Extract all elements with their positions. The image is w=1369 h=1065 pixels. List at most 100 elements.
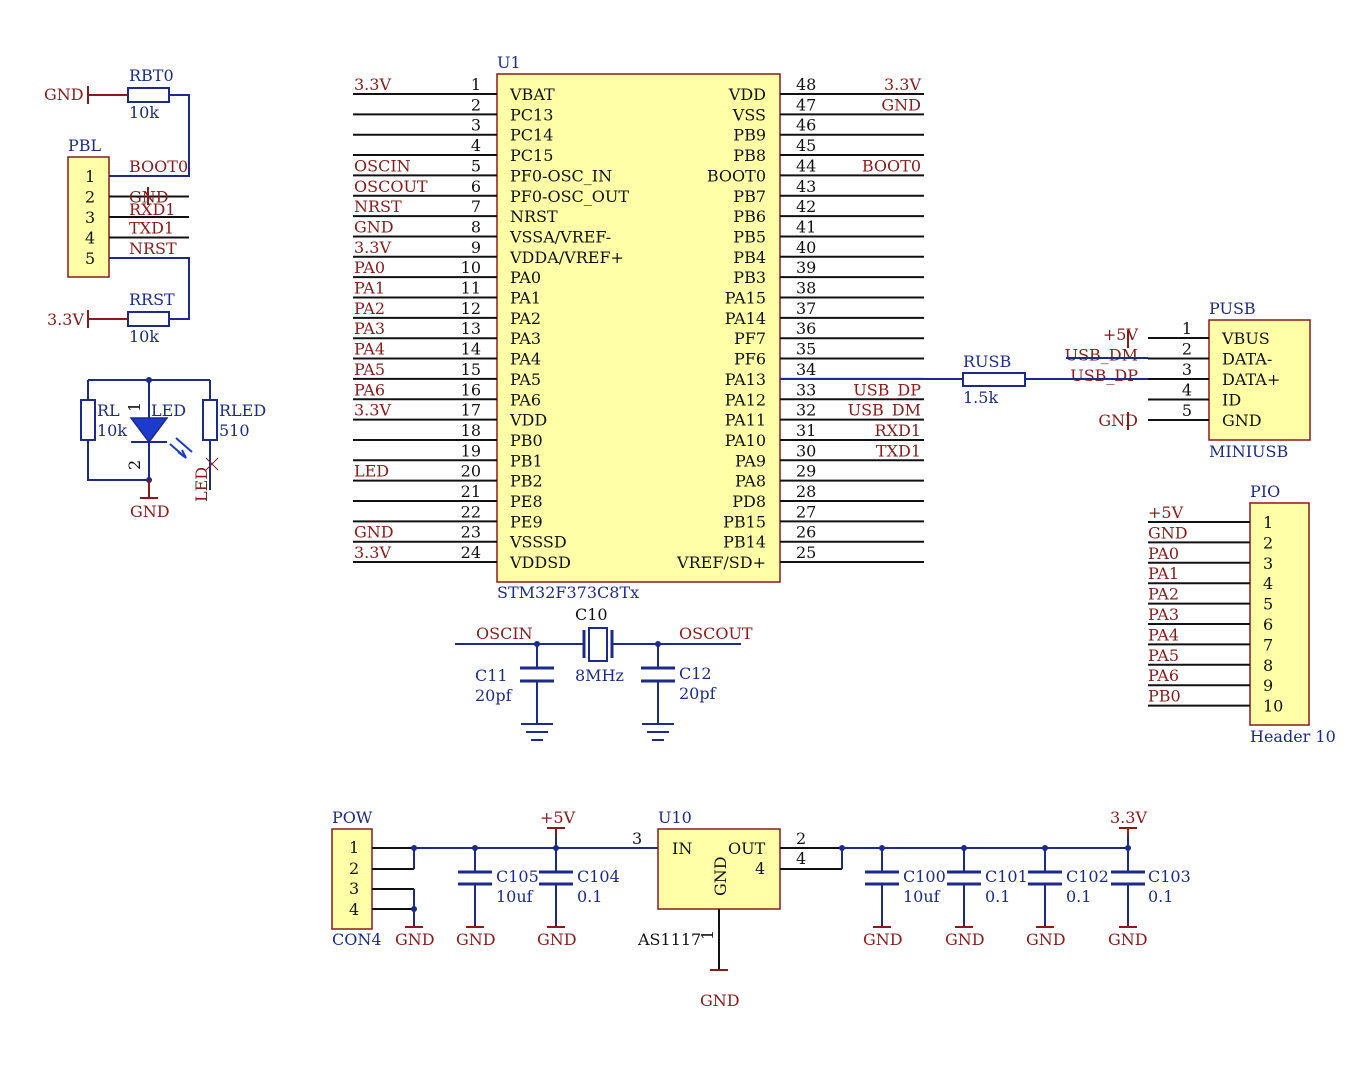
mcu-pin-num-15: 15 bbox=[461, 360, 481, 379]
mcu-pin-num-25: 25 bbox=[796, 543, 816, 562]
pio-pin-num-10: 10 bbox=[1263, 697, 1283, 716]
mcu-pin-num-34: 34 bbox=[796, 360, 816, 379]
mcu-pin-name-29: PA8 bbox=[735, 472, 766, 491]
c104-plates[interactable] bbox=[539, 870, 573, 886]
pbl-net-label-4: TXD1 bbox=[129, 219, 174, 238]
c11-ref: C11 bbox=[475, 666, 508, 685]
mcu-net-label-6: OSCOUT bbox=[354, 177, 428, 196]
c105-junction bbox=[472, 845, 478, 851]
pow-body[interactable] bbox=[331, 828, 373, 930]
mcu-pin-num-27: 27 bbox=[796, 502, 816, 521]
mcu-net-label-20: LED bbox=[354, 462, 389, 481]
mcu-pin-name-18: PB0 bbox=[510, 431, 543, 450]
c101-value: 0.1 bbox=[985, 887, 1010, 906]
usb-part: MINIUSB bbox=[1209, 442, 1288, 461]
pow-part: CON4 bbox=[332, 930, 382, 949]
mcu-pin-num-23: 23 bbox=[461, 523, 481, 542]
c103-ref: C103 bbox=[1148, 867, 1191, 886]
c11-plates[interactable] bbox=[520, 666, 554, 683]
mcu-pin-name-4: PC15 bbox=[510, 146, 553, 165]
mcu-pin-num-21: 21 bbox=[461, 482, 481, 501]
mcu-pin-num-18: 18 bbox=[461, 421, 481, 440]
c105-plates[interactable] bbox=[458, 870, 492, 886]
mcu-body[interactable] bbox=[496, 73, 781, 583]
rusb-resistor[interactable] bbox=[962, 372, 1026, 387]
c102-plates[interactable] bbox=[1028, 870, 1062, 886]
rrst-supply-label: 3.3V bbox=[47, 310, 84, 329]
c12-plates[interactable] bbox=[641, 666, 675, 683]
osc-out-junction bbox=[655, 641, 661, 647]
led-pin1: 1 bbox=[125, 402, 144, 412]
mcu-pin-name-9: VDDA/VREF+ bbox=[509, 248, 624, 267]
mcu-pin-name-12: PA2 bbox=[510, 309, 541, 328]
pio-pin-num-8: 8 bbox=[1263, 656, 1273, 675]
pio-pin-num-3: 3 bbox=[1263, 554, 1273, 573]
crystal-body[interactable] bbox=[588, 627, 608, 662]
mcu-pin-name-39: PB3 bbox=[733, 268, 766, 287]
mcu-pin-name-23: VSSSD bbox=[509, 533, 567, 552]
reg-body[interactable] bbox=[657, 828, 781, 910]
rbt0-gnd-label: GND bbox=[44, 85, 84, 104]
mcu-net-label-13: PA3 bbox=[354, 319, 385, 338]
c103-value: 0.1 bbox=[1148, 887, 1173, 906]
c104-junction bbox=[553, 845, 559, 851]
mcu-pin-name-33: PA12 bbox=[725, 390, 766, 409]
led-net-label: LED bbox=[192, 467, 211, 502]
mcu-pin-name-24: VDDSD bbox=[509, 553, 571, 572]
led-diode[interactable] bbox=[129, 417, 169, 444]
rl-resistor[interactable] bbox=[80, 399, 96, 441]
usb-pin-name-1: VBUS bbox=[1221, 329, 1270, 348]
mcu-pin-name-21: PE8 bbox=[510, 492, 543, 511]
mcu-pin-name-48: VDD bbox=[728, 85, 766, 104]
reg-pin-out: 2 bbox=[796, 829, 806, 848]
c101-plates[interactable] bbox=[947, 870, 981, 886]
usb-pin-name-5: GND bbox=[1222, 411, 1262, 430]
pbl-net-label-3: RXD1 bbox=[129, 200, 175, 219]
mcu-pin-name-2: PC13 bbox=[510, 105, 553, 124]
rbt0-resistor[interactable] bbox=[127, 87, 170, 103]
c100-gnd-label: GND bbox=[863, 930, 903, 949]
mcu-pin-name-30: PA9 bbox=[735, 451, 766, 470]
mcu-pin-num-2: 2 bbox=[471, 95, 481, 114]
mcu-pin-name-40: PB4 bbox=[733, 248, 766, 267]
rrst-wire bbox=[109, 257, 190, 320]
c12-value: 20pf bbox=[679, 684, 717, 703]
mcu-pin-name-3: PC14 bbox=[510, 126, 553, 145]
pio-body[interactable] bbox=[1249, 502, 1310, 726]
mcu-pin-num-20: 20 bbox=[461, 462, 481, 481]
mcu-pin-num-6: 6 bbox=[471, 177, 481, 196]
pbl-body[interactable] bbox=[67, 156, 110, 278]
pio-pin-num-6: 6 bbox=[1263, 615, 1273, 634]
mcu-pin-num-35: 35 bbox=[796, 340, 816, 359]
rbt0-value: 10k bbox=[129, 103, 159, 122]
reg-pin-in: 3 bbox=[632, 829, 642, 848]
c101-junction bbox=[961, 845, 967, 851]
pbl-pin-num-5: 5 bbox=[85, 249, 95, 268]
mcu-net-label-33: USB_DP bbox=[853, 380, 921, 399]
mcu-pin-name-38: PA15 bbox=[725, 289, 766, 308]
mcu-u1: U1 STM32F373C8Tx 1VBAT3.3V2PC133PC144PC1… bbox=[353, 53, 924, 602]
mcu-pin-num-14: 14 bbox=[461, 340, 481, 359]
c102-ref: C102 bbox=[1066, 867, 1109, 886]
out-junction bbox=[839, 845, 845, 851]
pio-ref: PIO bbox=[1250, 482, 1280, 501]
rled-value: 510 bbox=[219, 421, 250, 440]
c100-plates[interactable] bbox=[865, 870, 899, 886]
pbl-ref: PBL bbox=[68, 136, 102, 155]
pio-net-label-4: PA1 bbox=[1148, 564, 1179, 583]
mcu-pin-num-43: 43 bbox=[796, 177, 816, 196]
pbl-net-label-5: NRST bbox=[129, 239, 177, 258]
mcu-net-label-48: 3.3V bbox=[884, 75, 921, 94]
mcu-pin-num-30: 30 bbox=[796, 441, 816, 460]
led-light-arrows bbox=[169, 437, 193, 459]
mcu-net-label-30: TXD1 bbox=[876, 441, 921, 460]
pow-ref: POW bbox=[332, 808, 373, 827]
mcu-part: STM32F373C8Tx bbox=[497, 583, 639, 602]
usb-net-label-3: USB_DP bbox=[1070, 366, 1138, 385]
rrst-resistor[interactable] bbox=[127, 311, 170, 327]
mcu-pin-num-31: 31 bbox=[796, 421, 816, 440]
power-block: POW CON4 1 2 3 4 +5V C105 10uf C104 0.1 … bbox=[331, 808, 1191, 1010]
rled-resistor[interactable] bbox=[202, 399, 218, 441]
usb-body[interactable] bbox=[1208, 319, 1311, 441]
c103-plates[interactable] bbox=[1111, 870, 1145, 886]
